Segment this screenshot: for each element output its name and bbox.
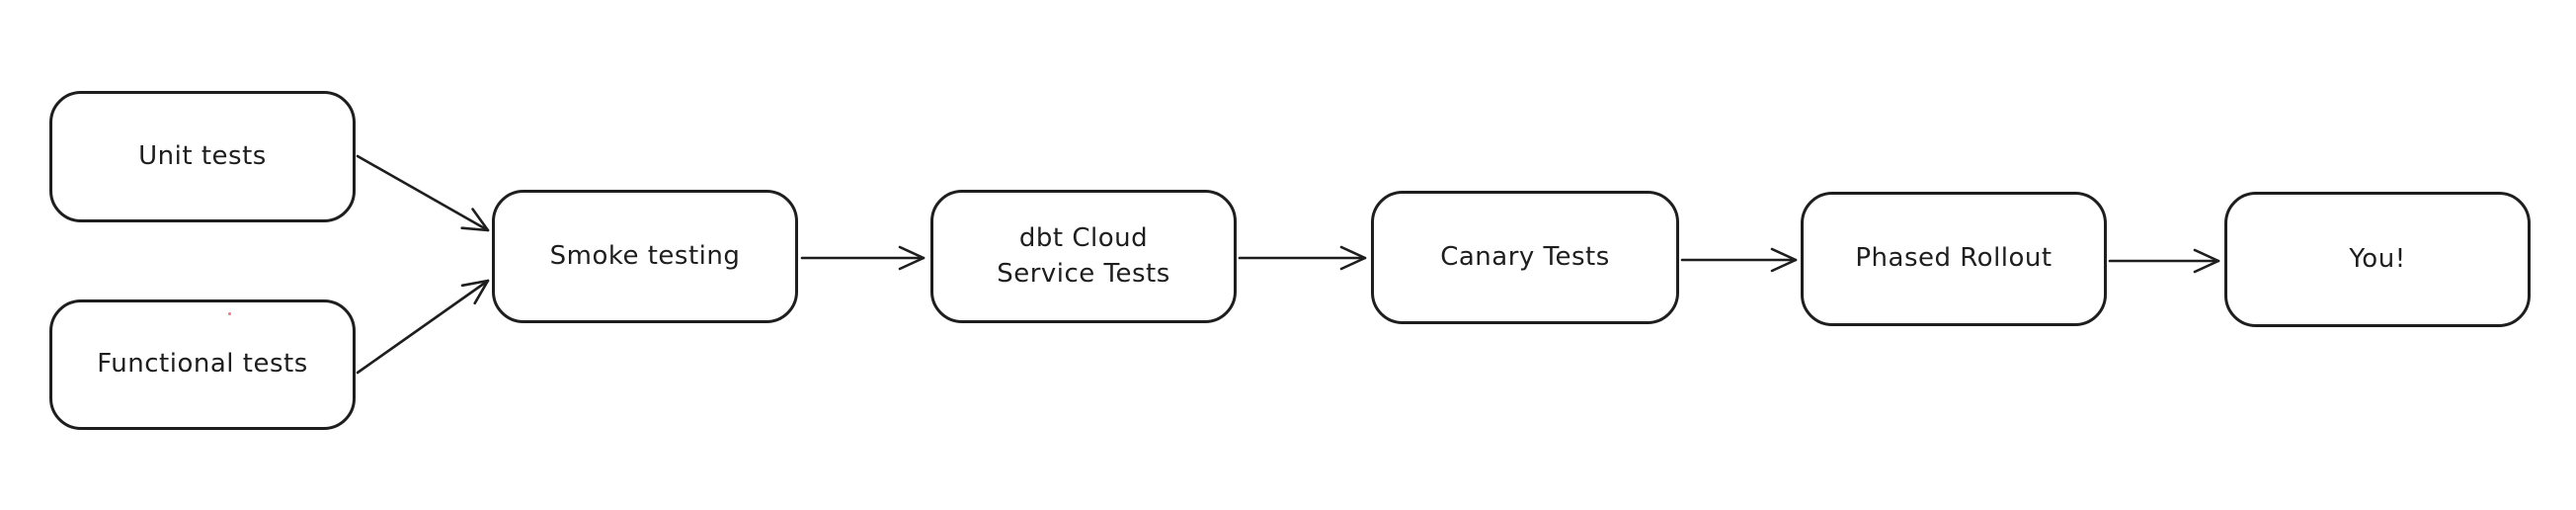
node-label: Canary Tests bbox=[1440, 241, 1610, 272]
node-phased-rollout: Phased Rollout bbox=[1801, 192, 2107, 326]
node-label: Unit tests bbox=[138, 140, 267, 171]
node-dbt-cloud-service-tests: dbt Cloud Service Tests bbox=[930, 190, 1237, 323]
stray-red-dot bbox=[228, 312, 231, 315]
node-functional-tests: Functional tests bbox=[49, 299, 356, 430]
node-label: dbt Cloud Service Tests bbox=[997, 223, 1170, 289]
node-unit-tests: Unit tests bbox=[49, 91, 356, 222]
node-canary-tests: Canary Tests bbox=[1371, 191, 1679, 324]
node-label: Functional tests bbox=[97, 349, 308, 380]
node-you: You! bbox=[2224, 192, 2531, 327]
edge-unit-tests-to-smoke-testing bbox=[356, 154, 490, 232]
edge-functional-tests-to-smoke-testing bbox=[356, 279, 490, 375]
node-label: Smoke testing bbox=[549, 240, 741, 271]
node-smoke-testing: Smoke testing bbox=[492, 190, 798, 323]
node-label: Phased Rollout bbox=[1855, 243, 2053, 274]
node-label: You! bbox=[2349, 243, 2406, 274]
